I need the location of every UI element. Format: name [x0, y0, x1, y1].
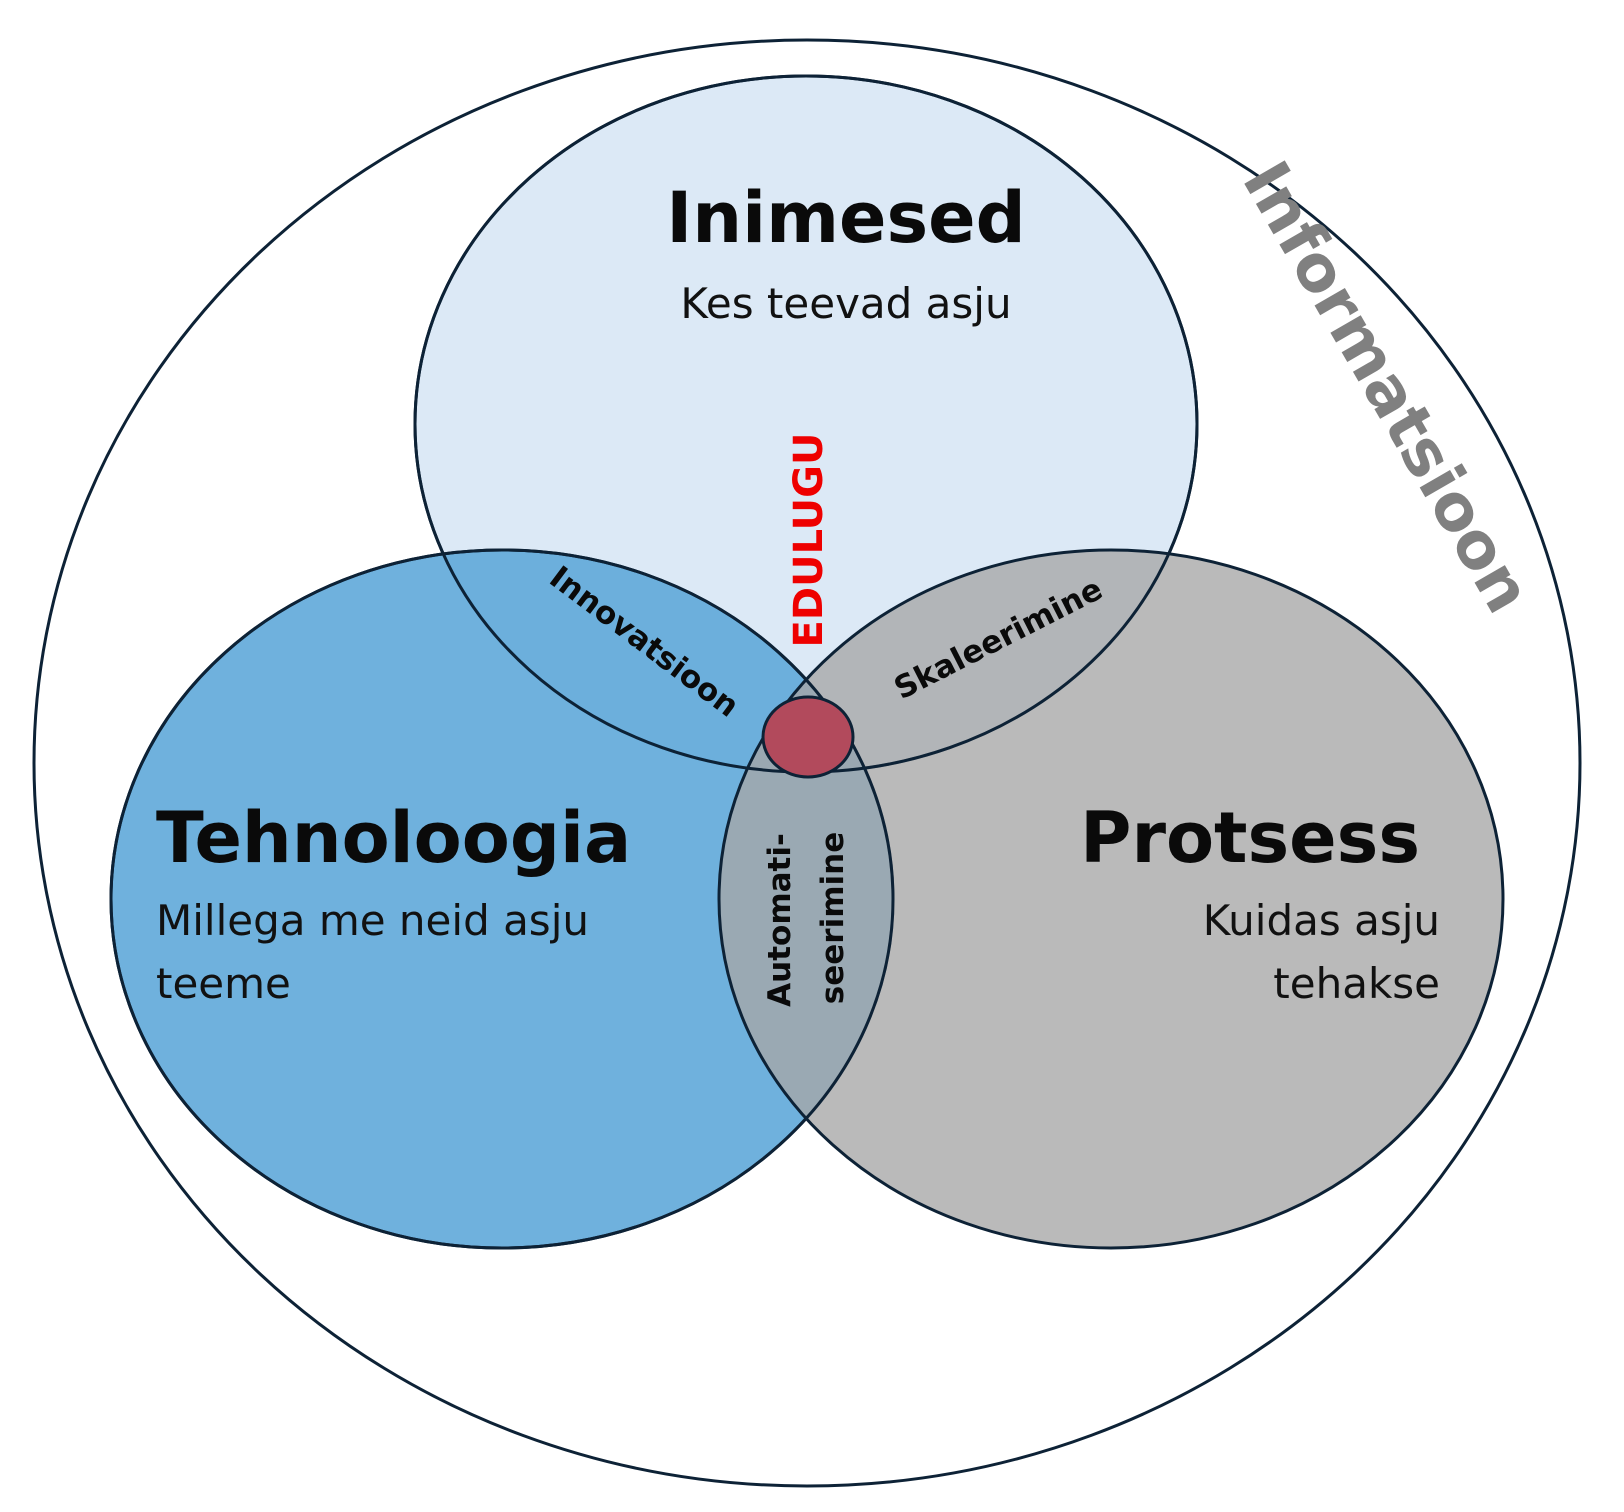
technology-title: Tehnoloogia [156, 797, 631, 879]
technology-subtitle-line2: teeme [156, 959, 291, 1008]
automation-label-line1: Automati- [762, 833, 798, 1007]
process-subtitle-line2: tehakse [1273, 959, 1440, 1008]
process-title: Protsess [1080, 797, 1420, 879]
success-center-circle [761, 695, 855, 779]
people-title: Inimesed [666, 177, 1026, 259]
technology-circle-outline [109, 548, 895, 1250]
technology-subtitle-line1: Millega me neid asju [156, 896, 589, 945]
process-subtitle-line1: Kuidas asju [1203, 896, 1440, 945]
process-circle [717, 548, 1505, 1250]
people-subtitle: Kes teevad asju [680, 279, 1011, 328]
automation-label-line2: seerimine [815, 832, 851, 1004]
success-story-label: EDULUGU [786, 433, 832, 648]
